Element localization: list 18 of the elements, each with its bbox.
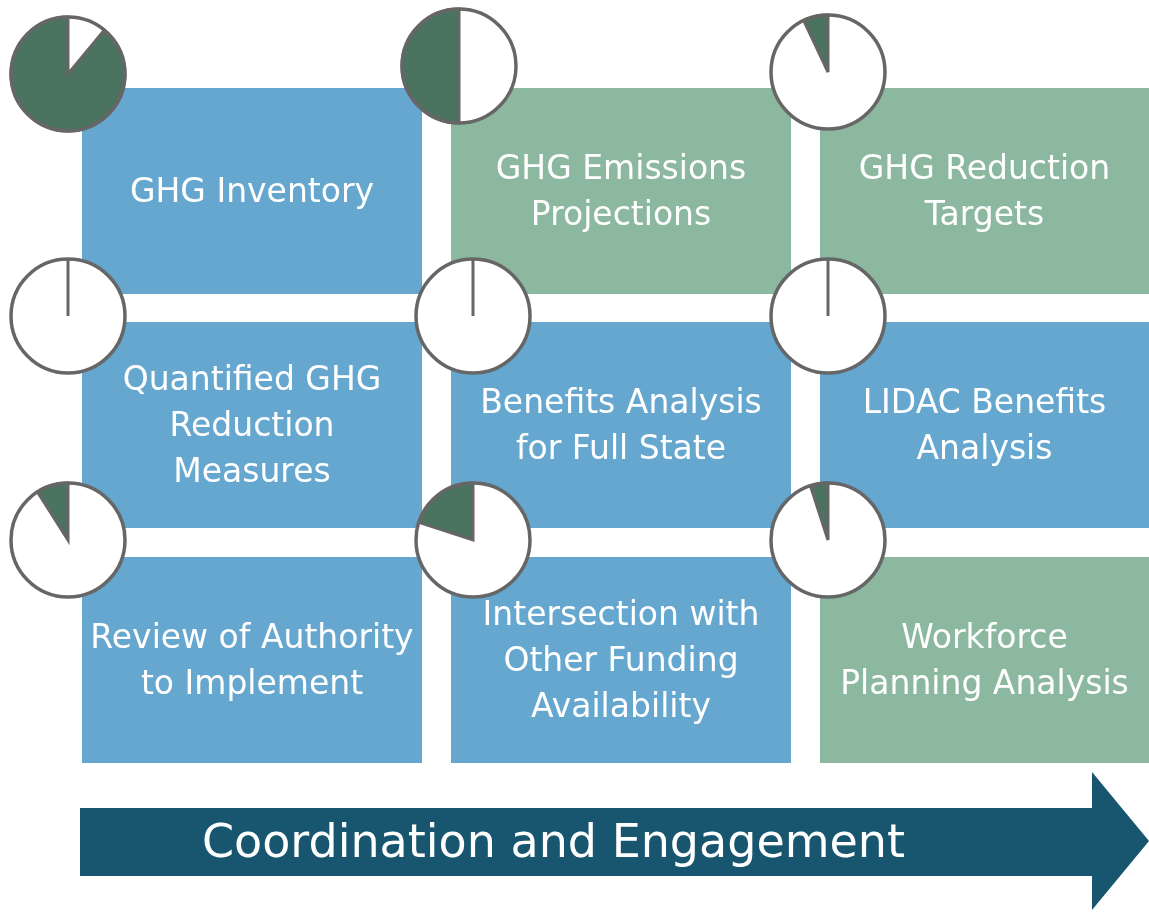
arrow-banner [80,772,1149,910]
task-label: GHG Emissions Projections [494,147,748,235]
task-box [82,322,422,528]
task-box [820,322,1149,528]
task-label: GHG Reduction Targets [857,147,1112,235]
task-box [82,88,422,294]
task-label: LIDAC Benefits Analysis [861,381,1108,469]
task-label: Review of Authority to Implement [90,616,414,704]
task-box [451,88,791,294]
task-box [451,557,791,763]
task-box [82,557,422,763]
task-box [820,557,1149,763]
task-label: Intersection with Other Funding Availability [481,593,761,727]
task-label: Quantified GHG Reduction Measures [121,358,383,492]
task-label: Workforce Planning Analysis [839,616,1130,704]
task-box [820,88,1149,294]
task-label: Benefits Analysis for Full State [479,381,763,469]
task-label: GHG Inventory [129,170,375,212]
